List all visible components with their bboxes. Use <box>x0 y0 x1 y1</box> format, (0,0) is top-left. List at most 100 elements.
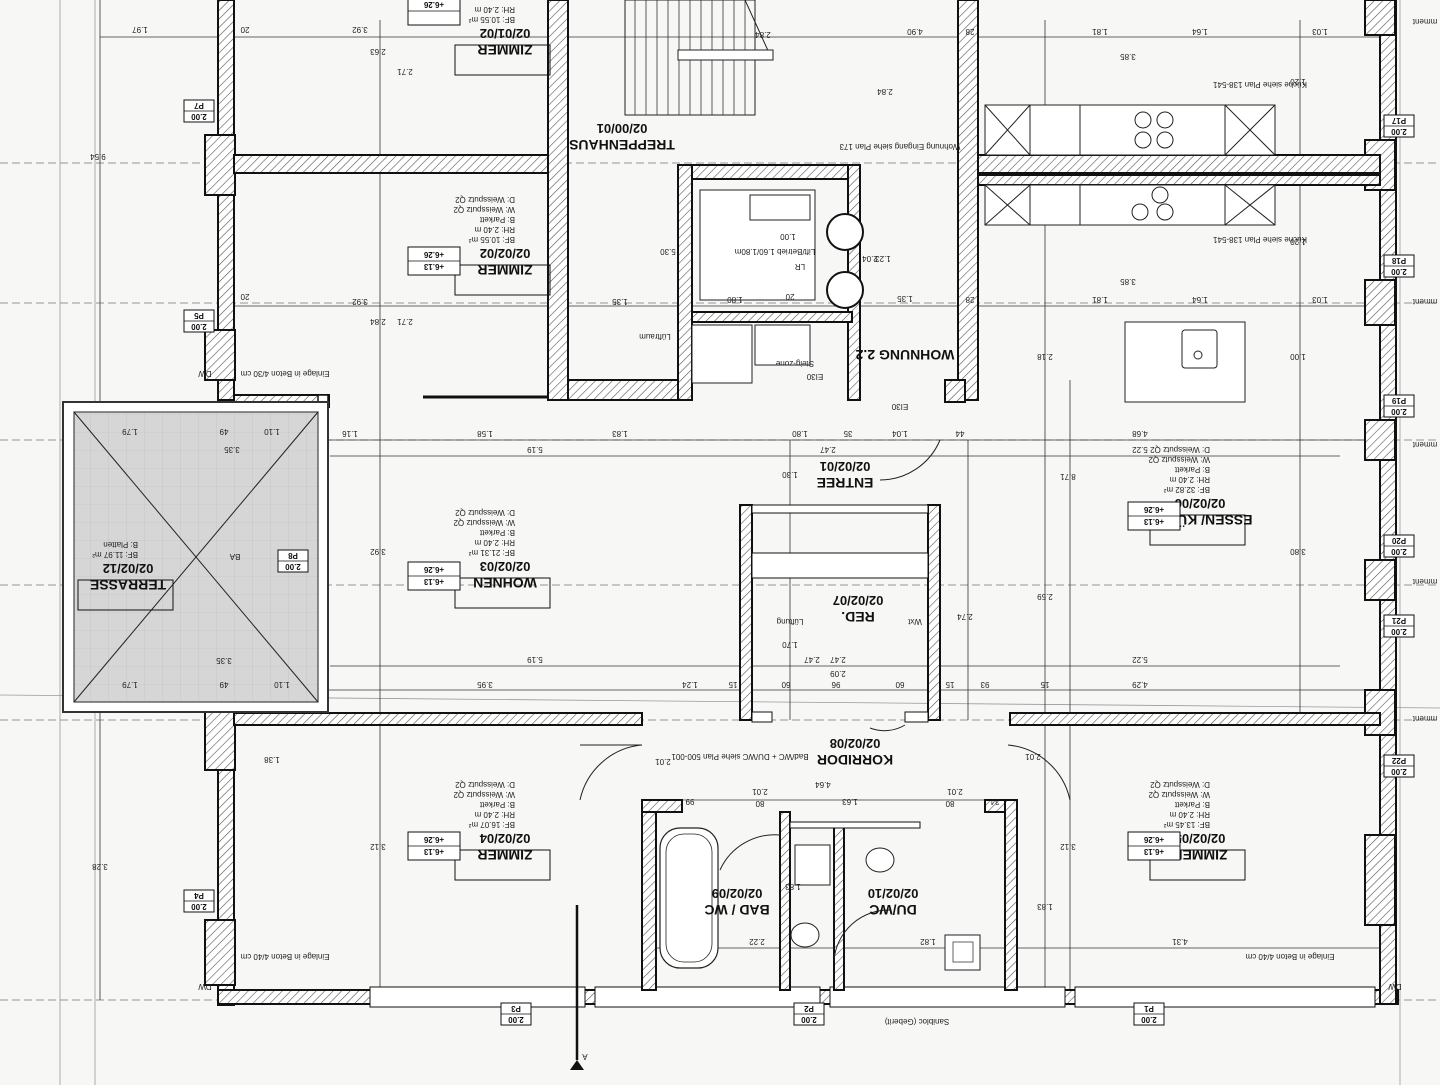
room-name: ENTREE <box>817 475 874 491</box>
room-code: 02/01/02 <box>480 26 531 41</box>
room-code-box <box>454 849 551 881</box>
window-code: P8 <box>288 551 298 560</box>
room-ceiling: D: Weissputz Q2 <box>1150 445 1210 454</box>
room-height: RH: 2.40 m <box>474 5 515 14</box>
dimension-label: 2.71 <box>397 317 413 326</box>
dimension-label: 2.74 <box>957 612 973 621</box>
plan-note: Einlage in Beton 4/40 cm <box>1245 952 1334 961</box>
level-bottom: +6.13 <box>1143 517 1164 526</box>
plan-note: EI30 <box>806 372 823 381</box>
dimension-label: 1.00 <box>780 232 796 241</box>
window-tag-p2: P22.00 <box>793 1002 825 1026</box>
room-code: 02/00/01 <box>597 121 648 136</box>
dimension-label: 2.04 <box>862 254 878 263</box>
window-code: P5 <box>194 311 204 320</box>
dimension-label: 1.81 <box>1092 27 1108 36</box>
plan-note: mment <box>1412 714 1437 723</box>
dimension-label: 1.00 <box>1290 352 1306 361</box>
plan-note: Lüftung <box>777 617 804 626</box>
plan-note: mment <box>1412 17 1437 26</box>
plan-note: EI30 <box>891 402 908 411</box>
room-code: 02/02/07 <box>833 593 884 608</box>
dimension-label: 2.01 <box>947 787 963 796</box>
room-code: 02/02/12 <box>103 561 154 576</box>
level-bottom: +6.13 <box>423 847 444 856</box>
level-top: +6.26 <box>1143 505 1164 514</box>
dimension-label: 2.01 <box>1025 752 1041 761</box>
dimension-label: 3.12 <box>370 842 386 851</box>
dimension-label: 5.22 <box>1132 655 1148 664</box>
window-tags: P72.00P52.00P82.00P42.00P32.00P22.00P12.… <box>183 99 1415 1026</box>
room-wohnung: WOHNUNG 2.2 <box>855 347 954 363</box>
room-code: 02/02/06 <box>1175 496 1226 511</box>
room-height: RH: 2.40 m <box>1169 475 1210 484</box>
room-wall: W: Weissputz Q2 <box>453 790 515 799</box>
dimension-label: 34 <box>990 797 999 806</box>
plan-note: Wohnung Eingang siehe Plan 173 <box>839 142 960 151</box>
level-tag: +6.26 <box>407 0 461 26</box>
room-wall: W: Weissputz Q2 <box>1148 455 1210 464</box>
section-marker-a <box>570 905 584 1070</box>
dimension-label: 9.54 <box>90 152 106 161</box>
dimension-label: 1.80 <box>792 429 808 438</box>
dimension-label: 2.22 <box>749 937 765 946</box>
dimension-label: 80 <box>945 799 954 808</box>
room-code: 02/02/01 <box>820 459 871 474</box>
dimension-label: 1.35 <box>612 297 628 306</box>
dimension-label: 2.01 <box>655 757 671 766</box>
dimension-label: 1.30 <box>782 470 798 479</box>
window-height: 2.00 <box>508 1015 524 1024</box>
level-tag: +6.26 +6.13 <box>1127 501 1181 531</box>
window-height: 2.00 <box>1391 547 1407 556</box>
window-code: P3 <box>511 1004 521 1013</box>
room-area: BF: 13.45 m² <box>1163 820 1210 829</box>
dimension-label: 3.80 <box>1290 547 1306 556</box>
bathroom-fixtures <box>659 827 981 971</box>
room-code: 02/02/10 <box>868 886 919 901</box>
dimension-label: 1.23 <box>875 254 891 263</box>
dimension-label: 60 <box>781 680 790 689</box>
room-ceiling: D: Weissputz Q2 <box>455 780 515 789</box>
plan-note: A <box>582 1052 588 1061</box>
dimension-label: 1.38 <box>264 755 280 764</box>
dimension-label: 1.64 <box>1192 295 1208 304</box>
dimension-label: 28 <box>965 295 974 304</box>
room-wall: W: Weissputz Q2 <box>453 518 515 527</box>
plan-note: DW <box>198 369 212 378</box>
window-tag-p5: P52.00 <box>183 309 215 333</box>
window-height: 2.00 <box>1391 627 1407 636</box>
window-height: 2.00 <box>285 562 301 571</box>
plan-note: DW <box>1388 982 1402 991</box>
window-code: P17 <box>1391 116 1406 125</box>
room-code: 02/02/08 <box>830 736 881 751</box>
dimension-label: 3.92 <box>370 547 386 556</box>
dimension-label: 4.90 <box>907 27 923 36</box>
dimension-label: 2.84 <box>370 317 386 326</box>
room-area: BF: 10.55 m² <box>468 15 515 24</box>
room-area: BF: 16.07 m² <box>468 820 515 829</box>
room-code-box <box>1149 849 1246 881</box>
dimension-label: 93 <box>980 680 989 689</box>
plan-note: Bad/WC + DU/WC siehe Plan 500-001 <box>671 752 809 761</box>
level-top: +6.26 <box>423 250 444 259</box>
door-swings <box>579 439 1071 961</box>
room-floor: B: Parkett <box>479 528 515 537</box>
room-area: BF: 11.97 m² <box>92 550 138 559</box>
plan-note: Einlage in Beton 4/40 cm <box>240 952 329 961</box>
dimension-label: 80 <box>755 799 764 808</box>
dimension-label: 1.64 <box>1192 27 1208 36</box>
room-name: WOHNEN <box>473 575 537 591</box>
level-tags: +6.26+6.13+6.26+6.13+6.26+6.13+6.26+6.13… <box>407 0 1181 861</box>
kitchen <box>984 104 1276 403</box>
dimension-label: 1.82 <box>920 937 936 946</box>
dimension-label: 2.47 <box>820 445 836 454</box>
plan-note: mment <box>1412 440 1437 449</box>
dimension-label: 5.30 <box>660 247 676 256</box>
